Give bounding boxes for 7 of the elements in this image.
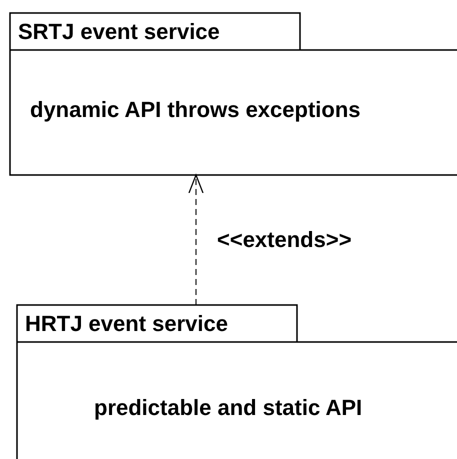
- package-description: predictable and static API: [94, 395, 362, 421]
- package-frame: [10, 13, 457, 175]
- dependency-arrow: [188, 174, 204, 306]
- package-name: HRTJ event service: [25, 311, 228, 337]
- package-description: dynamic API throws exceptions: [30, 97, 360, 123]
- package-frame: [17, 305, 457, 459]
- package-name: SRTJ event service: [18, 19, 220, 45]
